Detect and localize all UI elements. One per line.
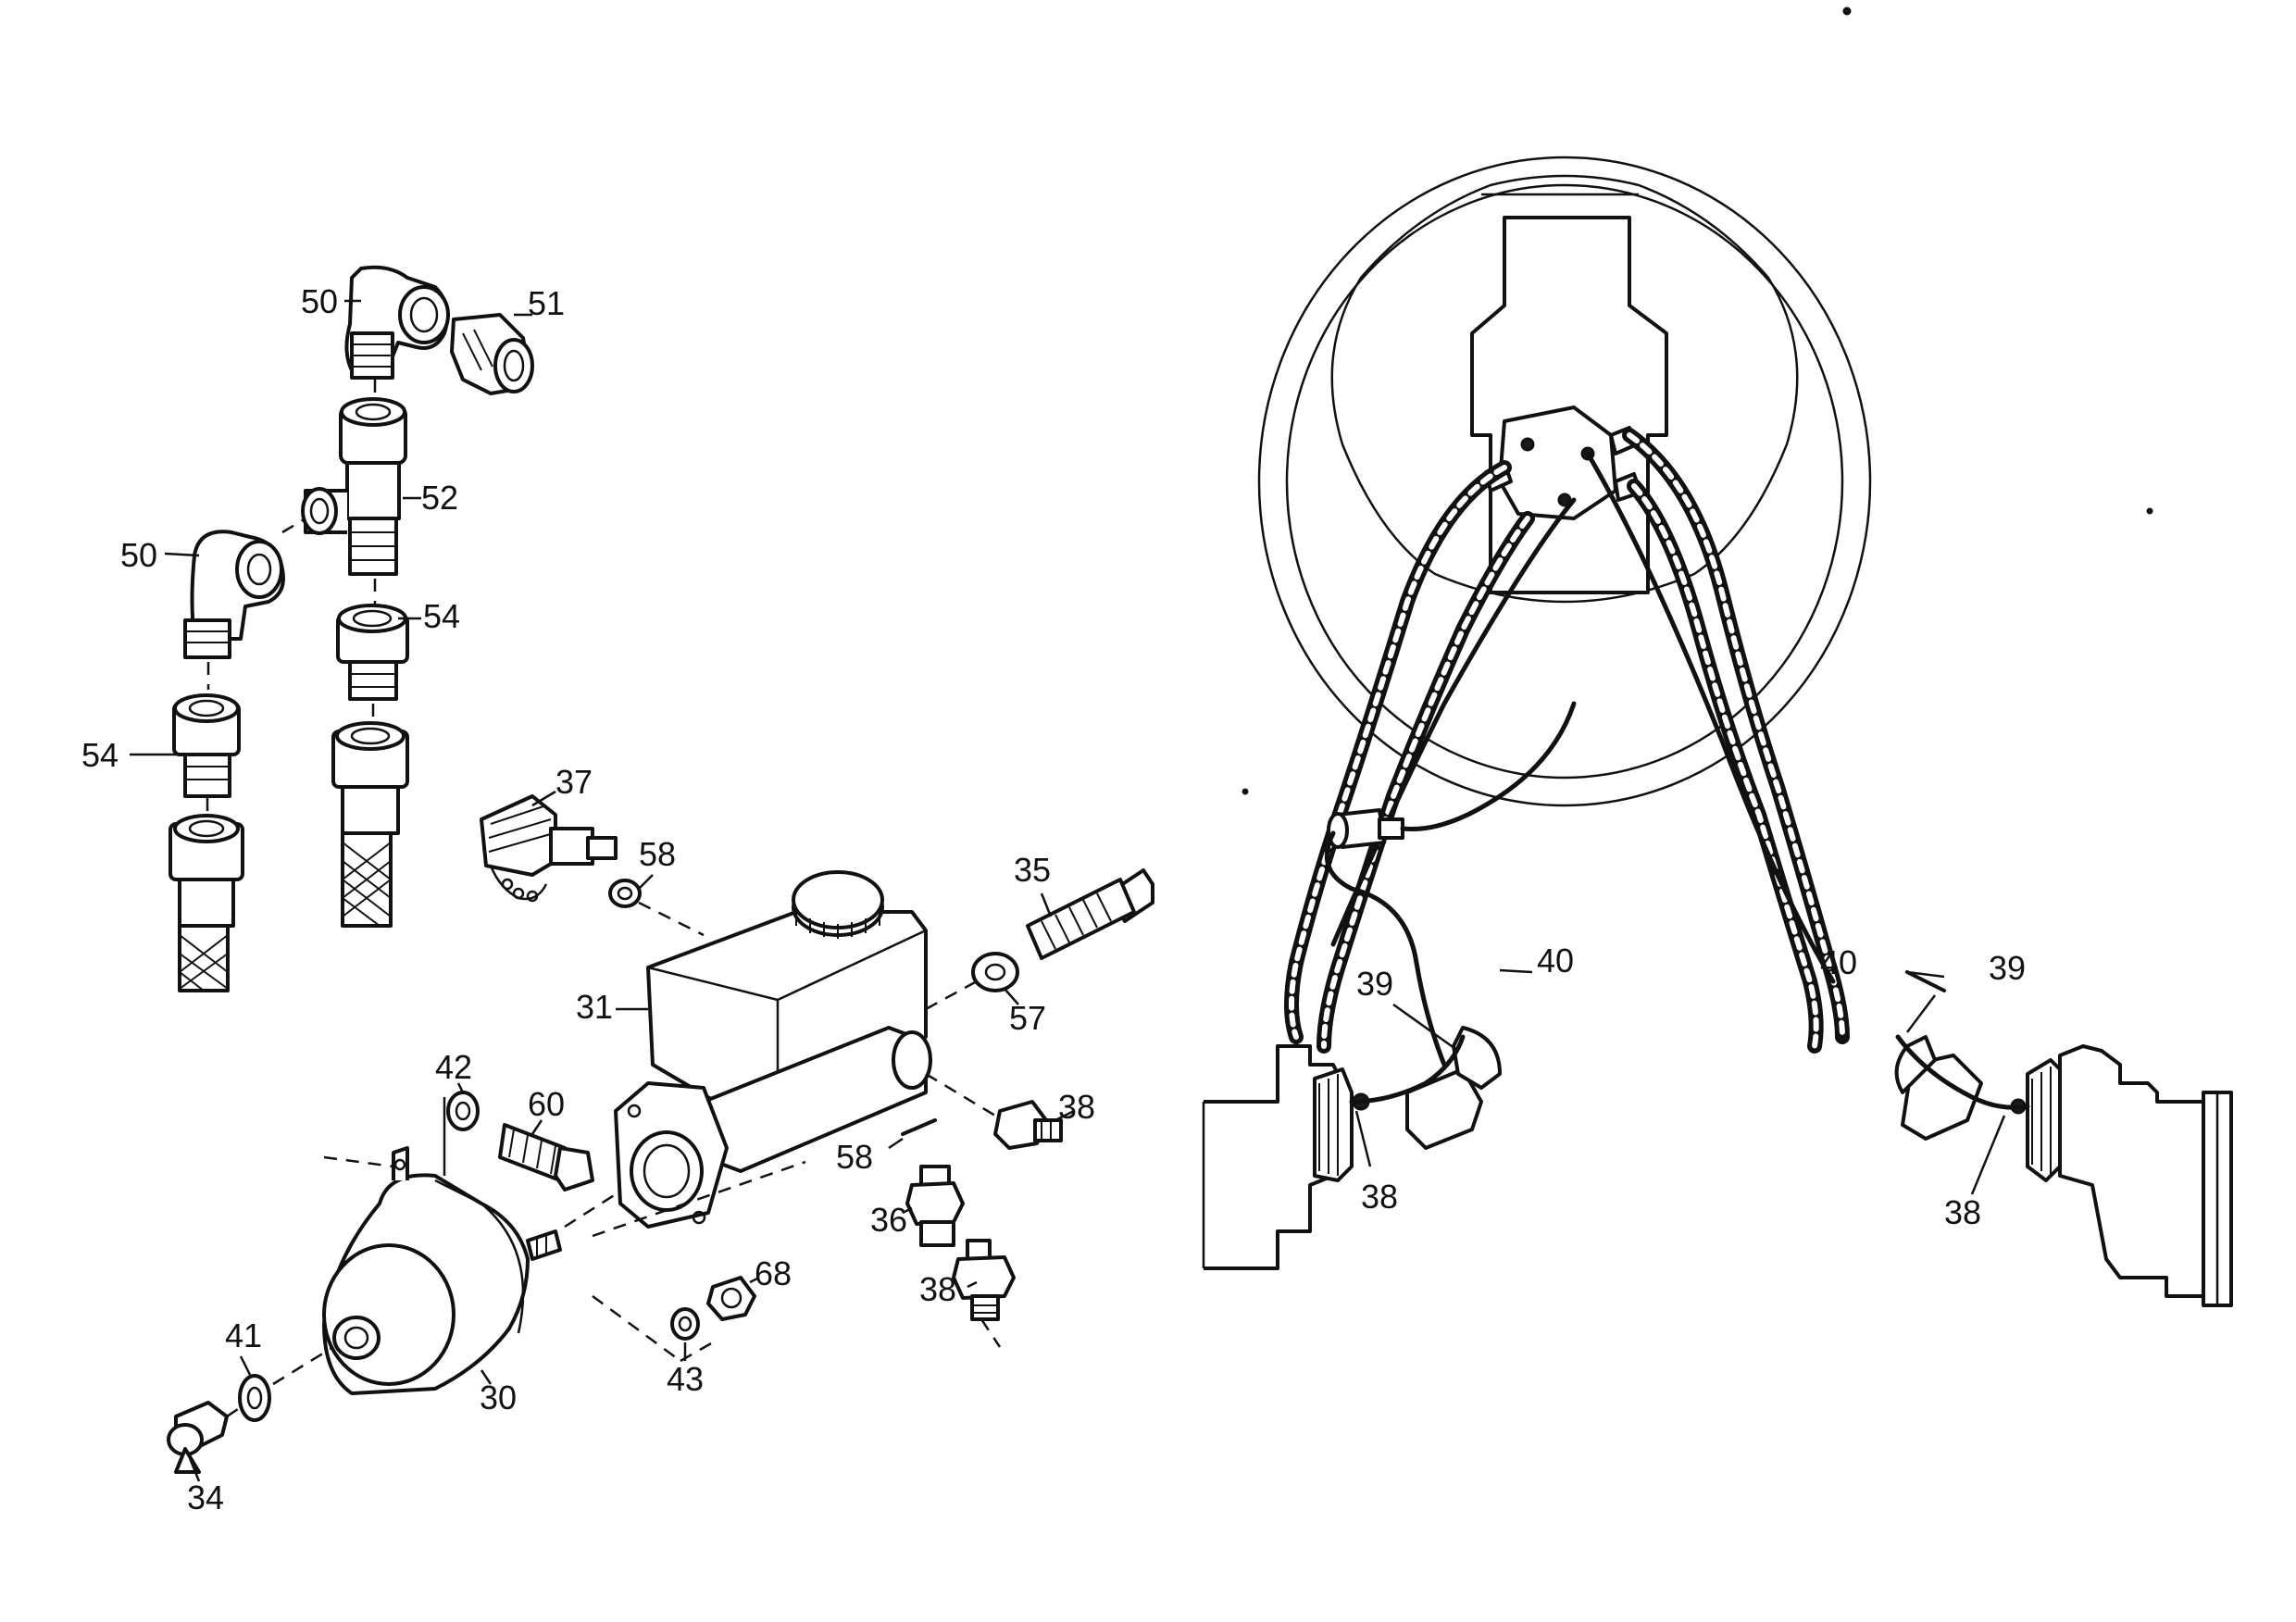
- callout-51: 51: [528, 284, 565, 322]
- callout-39-left: 39: [1356, 965, 1393, 1003]
- outlet-union-upper: [993, 1100, 1063, 1150]
- outlet-union-lower: [952, 1239, 1016, 1321]
- adapter-fitting: [450, 313, 534, 395]
- booster-washer: [238, 1374, 271, 1422]
- booster-bolt: [498, 1123, 594, 1192]
- check-valve: [167, 1401, 229, 1474]
- callout-54-left: 54: [81, 736, 119, 774]
- pin: [901, 1118, 937, 1136]
- union-nut-left: [172, 693, 241, 798]
- callout-40-left: 40: [1537, 942, 1574, 979]
- wheel-hub-right: [1894, 1035, 2233, 1307]
- brake-hoses: [1284, 428, 1850, 1054]
- callout-38-lower: 38: [919, 1270, 956, 1308]
- pushrod-nut: [706, 1276, 756, 1321]
- brake-booster: [322, 1146, 562, 1395]
- callout-68: 68: [755, 1254, 792, 1292]
- tee-fitting: [301, 397, 407, 576]
- union-nut-right: [336, 604, 409, 701]
- callout-42: 42: [435, 1048, 472, 1086]
- callout-60: 60: [528, 1085, 565, 1123]
- washer-upper: [608, 879, 642, 908]
- callout-34: 34: [187, 1479, 224, 1516]
- elbow-fitting-upper: [344, 265, 450, 380]
- lock-washer: [670, 1307, 700, 1341]
- callout-43: 43: [667, 1360, 704, 1398]
- callout-50-lower: 50: [120, 536, 157, 574]
- wheel-hub-left: [1202, 1026, 1502, 1270]
- callout-57: 57: [1009, 999, 1046, 1037]
- callout-52: 52: [421, 479, 458, 517]
- callout-41: 41: [225, 1316, 262, 1354]
- callout-38-center: 38: [1058, 1088, 1095, 1126]
- elbow-fitting-lower: [183, 530, 285, 659]
- callout-36: 36: [870, 1201, 907, 1239]
- sensor-connector: [1324, 701, 1577, 1067]
- callout-37: 37: [555, 763, 593, 801]
- callout-labels: 50 51 52 50 54 54 37 58 35 31 57 42 60 3…: [81, 282, 2026, 1516]
- banjo-bolt: [1026, 868, 1154, 960]
- callout-54-right: 54: [423, 597, 460, 635]
- callout-30: 30: [480, 1379, 517, 1416]
- hose-end-left: [168, 814, 244, 992]
- callout-38-left: 38: [1361, 1178, 1398, 1216]
- callout-31: 31: [576, 988, 613, 1026]
- pushrod-washer: [446, 1091, 480, 1131]
- master-cylinder: [614, 870, 932, 1229]
- callout-58-lower: 58: [836, 1138, 873, 1176]
- bleed-valve-with-cap: [480, 794, 618, 903]
- callout-39-right: 39: [1989, 949, 2026, 987]
- sealing-washer: [971, 952, 1019, 992]
- callout-58-upper: 58: [639, 835, 676, 873]
- callout-35: 35: [1014, 851, 1051, 889]
- callout-50-upper: 50: [301, 282, 338, 320]
- callout-38-right: 38: [1944, 1193, 1981, 1231]
- hose-end-right: [331, 721, 409, 928]
- switch-adapter: [905, 1165, 965, 1247]
- callout-40-right: 40: [1820, 943, 1857, 981]
